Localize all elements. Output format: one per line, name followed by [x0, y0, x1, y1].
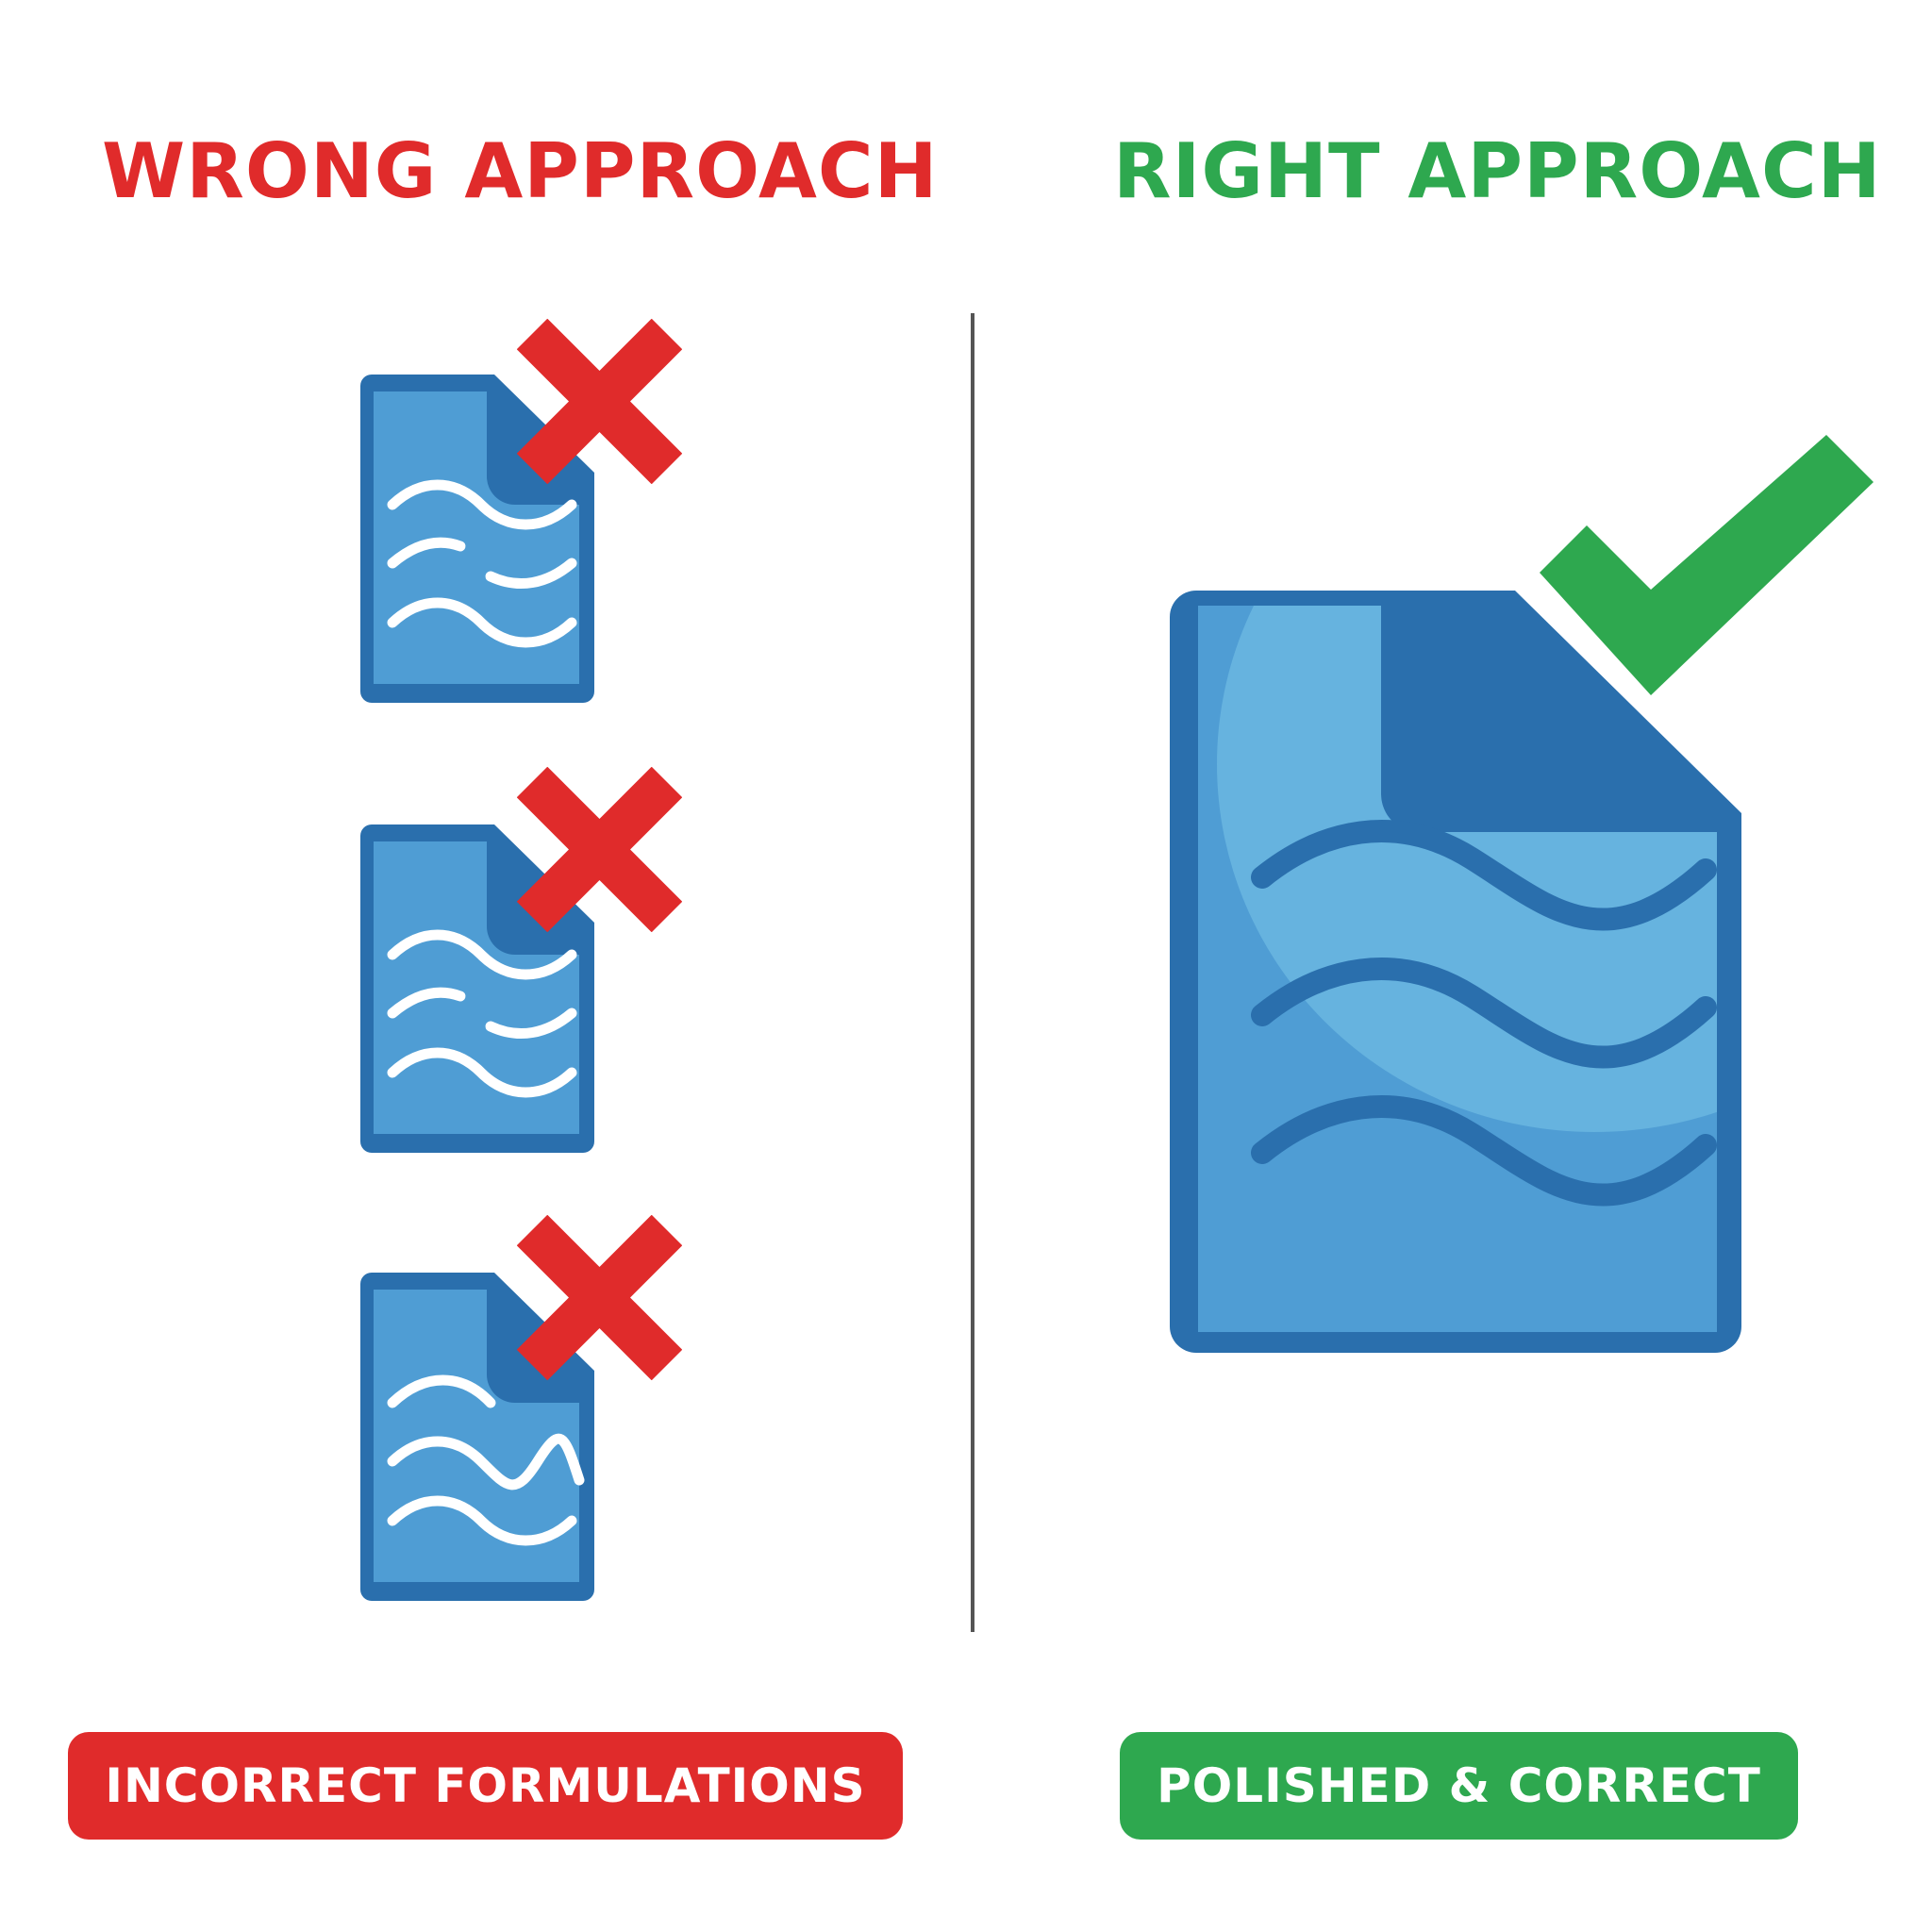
x-mark-icon [517, 319, 682, 484]
wrong-approach-title: WRONG APPROACH [102, 127, 939, 215]
right-approach-title: RIGHT APPROACH [1113, 127, 1882, 215]
document-icon [1170, 591, 1741, 1353]
polished-correct-label: POLISHED & CORRECT [1120, 1732, 1798, 1840]
incorrect-formulations-label: INCORRECT FORMULATIONS [68, 1732, 903, 1840]
x-mark-icon [517, 1215, 682, 1380]
checkmark-icon [1540, 435, 1874, 695]
x-mark-icon [517, 767, 682, 932]
center-divider [971, 313, 974, 1632]
